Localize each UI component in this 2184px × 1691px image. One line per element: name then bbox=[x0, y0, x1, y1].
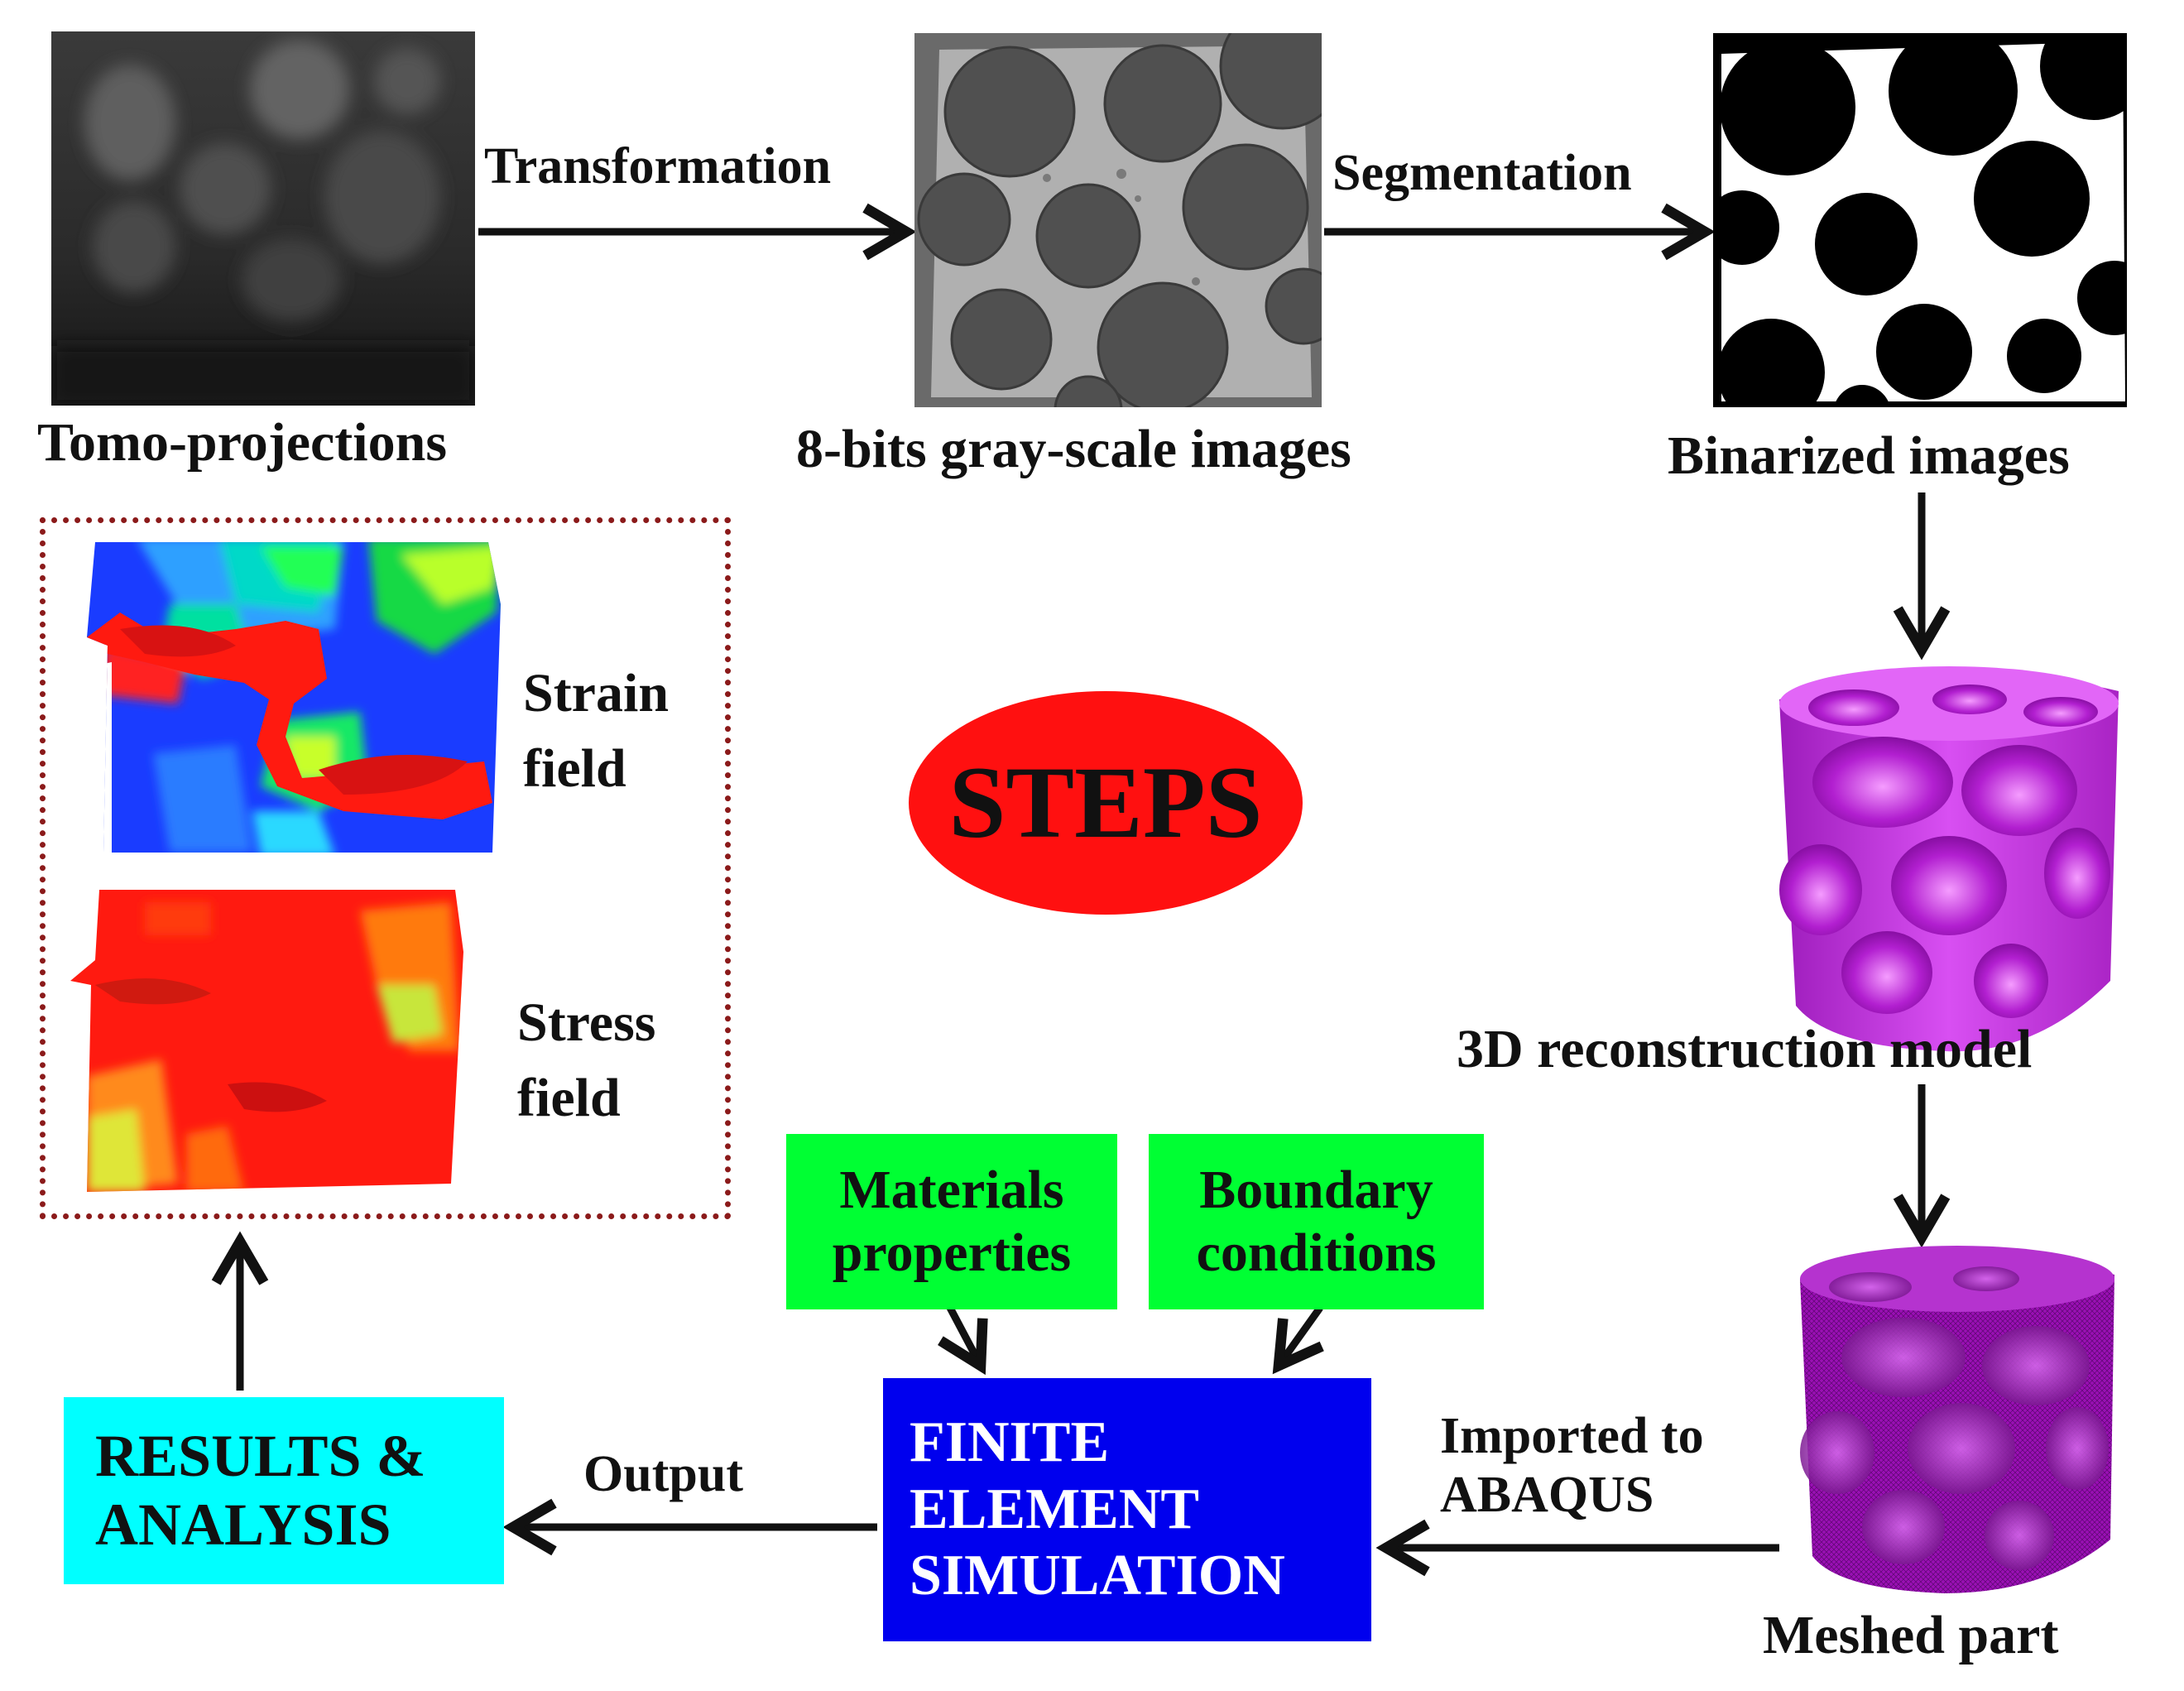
reconstruction-model-image bbox=[1763, 658, 2127, 1059]
grayscale-image bbox=[914, 33, 1322, 407]
output-label: Output bbox=[583, 1446, 743, 1502]
stress-line-1: Stress bbox=[517, 992, 656, 1053]
fe-line-3: SIMULATION bbox=[910, 1544, 1285, 1608]
strain-field-image bbox=[70, 538, 501, 857]
strain-line-2: field bbox=[523, 738, 626, 800]
tomo-projection-image bbox=[51, 31, 475, 406]
tomo-projections-label: Tomo-projections bbox=[37, 412, 447, 473]
stress-line-2: field bbox=[517, 1068, 621, 1129]
boundary-arrow bbox=[1272, 1305, 1324, 1375]
imported-line-1: Imported to bbox=[1440, 1408, 1704, 1464]
stress-field-label: Stress field bbox=[517, 985, 655, 1136]
materials-arrow bbox=[938, 1305, 988, 1376]
meshed-part-label: Meshed part bbox=[1763, 1605, 2059, 1665]
materials-properties-box: Materials properties bbox=[786, 1134, 1117, 1309]
boundary-line-2: conditions bbox=[1196, 1223, 1437, 1283]
binarized-label: Binarized images bbox=[1668, 425, 2070, 486]
boundary-line-1: Boundary bbox=[1199, 1160, 1433, 1221]
fe-line-2: ELEMENT bbox=[910, 1477, 1200, 1541]
results-line-2: ANALYSIS bbox=[95, 1492, 391, 1558]
segmentation-label: Segmentation bbox=[1332, 145, 1632, 201]
results-line-1: RESULTS & bbox=[95, 1423, 426, 1490]
strain-line-1: Strain bbox=[523, 663, 670, 723]
imported-line-2: ABAQUS bbox=[1440, 1467, 1654, 1524]
strain-field-label: Strain field bbox=[523, 656, 669, 806]
boundary-conditions-box: Boundary conditions bbox=[1149, 1134, 1484, 1309]
finite-element-simulation-box: FINITE ELEMENT SIMULATION bbox=[883, 1378, 1371, 1641]
grayscale-label: 8-bits gray-scale images bbox=[796, 419, 1351, 479]
binarized-image bbox=[1713, 33, 2127, 407]
materials-line-1: Materials bbox=[839, 1160, 1064, 1221]
stress-field-image bbox=[62, 886, 463, 1200]
meshed-part-image bbox=[1779, 1242, 2127, 1597]
transformation-label: Transformation bbox=[484, 138, 832, 195]
steps-title: STEPS bbox=[948, 746, 1263, 859]
materials-line-2: properties bbox=[832, 1223, 1072, 1283]
fe-line-1: FINITE bbox=[910, 1410, 1110, 1475]
steps-ellipse: STEPS bbox=[909, 691, 1303, 915]
results-analysis-box: RESULTS & ANALYSIS bbox=[64, 1397, 504, 1584]
fields-box bbox=[40, 517, 731, 1219]
imported-label: Imported to ABAQUS bbox=[1440, 1407, 1704, 1525]
reconstruction-label: 3D reconstruction model bbox=[1457, 1019, 2033, 1079]
